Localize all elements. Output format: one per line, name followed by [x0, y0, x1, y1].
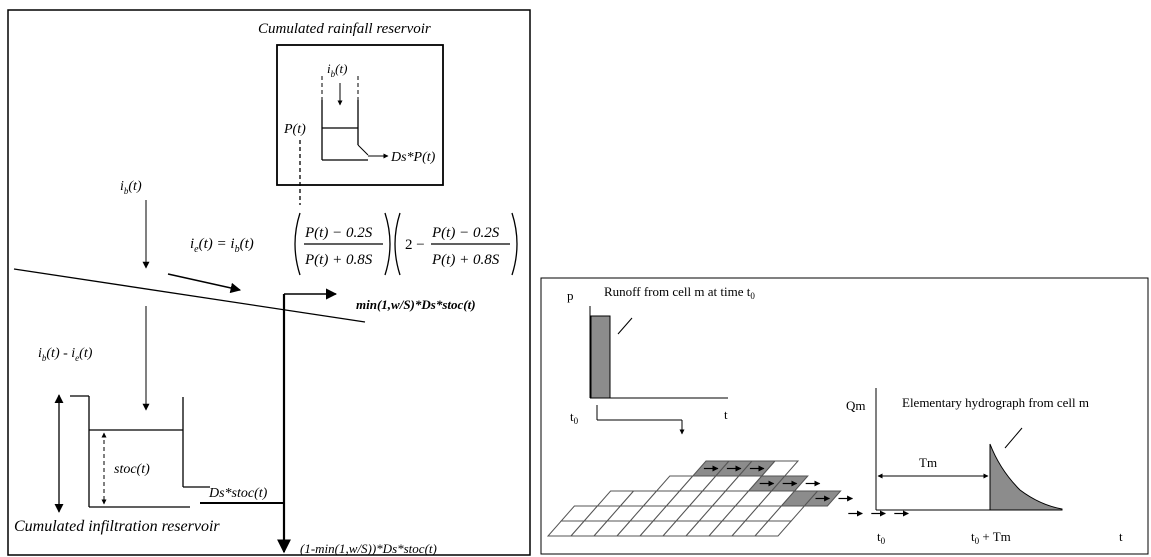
t-bottom-label: t: [1119, 529, 1123, 544]
ground-surface-line: [13, 268, 366, 323]
eq-frac1-num: P(t) − 0.2S: [304, 225, 373, 241]
bottom-outflow-label: (1-min(1,w/S))*Ds*stoc(t): [300, 541, 437, 556]
tm-label: Tm: [919, 455, 937, 470]
eq-lhs: ie(t) = ib(t): [190, 236, 254, 255]
runoff-label: min(1,w/S)*Ds*stoc(t): [356, 297, 476, 312]
ib-minus-ie-label: ib(t) - ie(t): [38, 346, 93, 363]
ie-equation: ie(t) = ib(t) P(t) − 0.2S P(t) + 0.8S 2 …: [190, 212, 518, 276]
hydrograph-caption: Elementary hydrograph from cell m: [902, 395, 1089, 410]
t-top-label: t: [724, 407, 728, 422]
t0-bottom-label: t0: [877, 529, 886, 546]
grid-cell: [753, 520, 793, 537]
eq-two-minus: 2 −: [405, 237, 425, 253]
ib-top-label: ib(t): [327, 61, 347, 79]
t0-plus-tm-label: t0 + Tm: [971, 529, 1011, 546]
rain-reservoir-box: [276, 44, 444, 186]
stoc-label: stoc(t): [114, 462, 150, 477]
qm-axis-label: Qm: [846, 398, 866, 413]
ds-p-label: Ds*P(t): [390, 150, 436, 165]
catchment-cell-grid: [546, 460, 909, 537]
surface-flow-arrow: [167, 273, 242, 294]
eq-paren-1-open: [294, 212, 301, 276]
eq-paren-1-close: [384, 212, 391, 276]
left-diagram: Cumulated rainfall reservoir ib(t) Ds*P(…: [7, 9, 531, 556]
eq-frac2-num: P(t) − 0.2S: [431, 225, 500, 241]
infiltration-title: Cumulated infiltration reservoir: [14, 518, 220, 535]
rain-reservoir-title: Cumulated rainfall reservoir: [258, 21, 431, 37]
hydro-callout-line: [1004, 427, 1023, 449]
eq-paren-2-open: [394, 212, 401, 276]
t0-top-label: t0: [570, 409, 579, 426]
ib-left-label: ib(t): [120, 179, 142, 196]
right-frame: [540, 277, 1149, 555]
hydrograph-area: [989, 443, 1063, 511]
eq-frac2-den: P(t) + 0.8S: [431, 252, 500, 268]
eq-frac1-den: P(t) + 0.8S: [304, 252, 373, 268]
runoff-caption: Runoff from cell m at time t0: [604, 284, 755, 301]
rain-tank-outlet: [357, 144, 369, 156]
runoff-callout-line: [617, 317, 633, 335]
runoff-pulse-bar: [590, 315, 611, 399]
p-t-label: P(t): [283, 122, 306, 137]
ds-stoc-label: Ds*stoc(t): [208, 486, 268, 501]
right-diagram: p Runoff from cell m at time t0 t0 t Qm …: [540, 277, 1149, 555]
eq-paren-2-close: [511, 212, 518, 276]
left-frame: [7, 9, 531, 556]
p-axis-label: p: [567, 288, 574, 303]
